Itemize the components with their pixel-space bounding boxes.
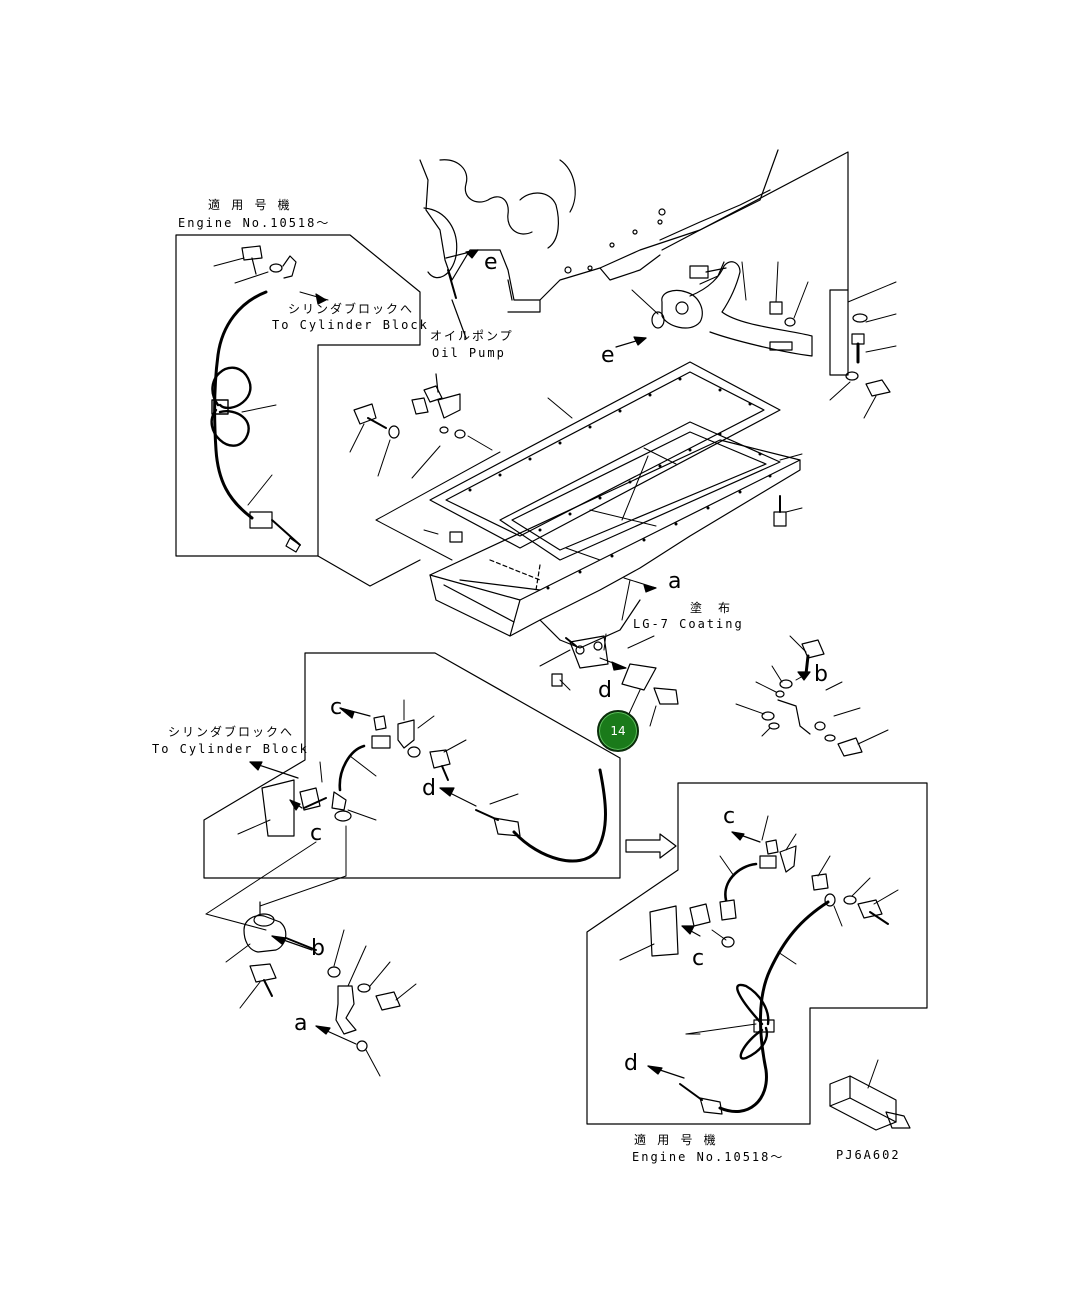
part-callout-badge[interactable]: 14 [597,710,639,752]
top-left-bolt [242,246,296,278]
drawing-code: PJ6A602 [836,1148,901,1162]
engine-block [420,150,848,312]
transition-arrow [626,834,676,858]
ref-letter-a-lower-left: a [294,1011,308,1036]
ref-letter-d-right: d [624,1051,638,1076]
lower-left-elbow [244,902,400,1051]
bottom-right-sensor [650,840,888,1114]
top-left-leaders [214,258,328,505]
ref-letter-c-middle-bottom: c [310,821,323,846]
coating-jp-label: 塗 布 [690,601,733,615]
ref-letter-b-right: b [814,662,828,687]
right-bracket-assembly [762,640,862,756]
sensor-tip-detail [830,1060,910,1130]
ref-letter-e-upper: e [484,250,498,275]
engine-number-label-bottom: Engine No.10518～ [632,1150,785,1164]
upper-gasket [430,362,780,548]
pan-mount-hardware [354,374,786,542]
ref-letter-a-pan: a [668,569,682,594]
coating-en-label: LG-7 Coating [633,617,744,631]
to-cylinder-block-en-top: To Cylinder Block [272,318,429,332]
oil-pump-jp-label: オイルポンプ [430,329,514,343]
applicable-machines-label-bottom: 適 用 号 機 [634,1133,718,1147]
bottom-right-leaders [620,816,898,1034]
to-cylinder-block-en-left: To Cylinder Block [152,742,309,756]
middle-frame-sensor [262,716,606,861]
ref-letter-b-lower-left: b [311,936,325,961]
gasket-holes [468,377,772,590]
applicable-machines-label-top: 適 用 号 機 [208,198,292,212]
ref-letter-c-middle-top: c [330,695,343,720]
ref-letter-c-right-top: c [723,804,736,829]
spacer-plate [500,422,780,560]
oil-pump-outlet [448,270,466,338]
ref-letter-c-right-mid: c [692,946,705,971]
top-left-sensor-cable [212,292,300,552]
to-cylinder-block-jp-top: シリンダブロックへ [288,302,415,316]
right-bracket-leaders [736,636,888,744]
suction-pipe [662,262,812,356]
pan-mount-leaders [350,424,492,534]
pan-bracket [552,636,678,704]
pan-bracket-leaders [540,634,656,726]
oil-pump-en-label: Oil Pump [432,346,506,360]
bottom-right-frame [587,783,927,1124]
top-left-frame [176,235,420,586]
ref-letter-d-bracket: d [598,678,612,703]
top-right-leaders [632,262,896,418]
to-cylinder-block-jp-left: シリンダブロックへ [168,725,295,739]
ref-letter-e-lower: e [601,343,615,368]
engine-number-label-top: Engine No.10518～ [178,216,331,230]
oil-pan [430,440,800,648]
ref-letter-d-middle: d [422,776,436,801]
middle-frame-leaders [206,700,518,930]
middle-frame [204,653,620,878]
lower-left-leaders [226,930,416,1076]
